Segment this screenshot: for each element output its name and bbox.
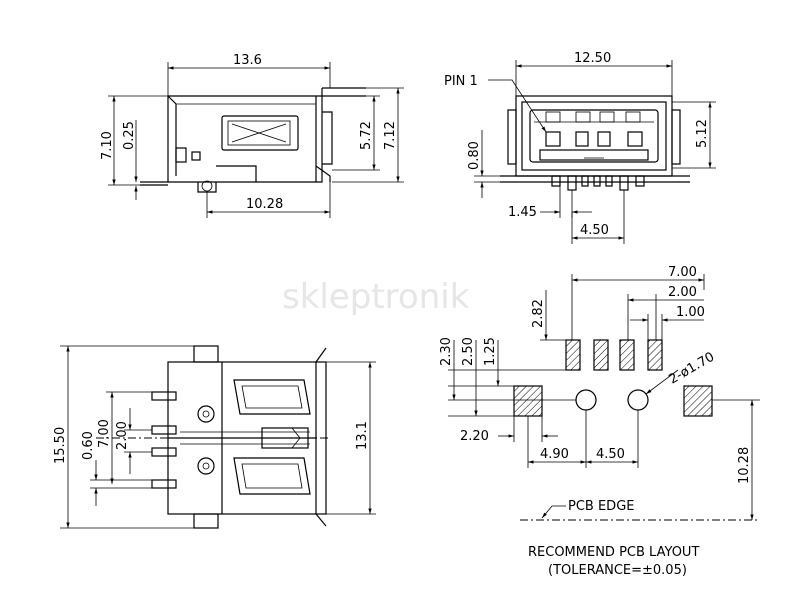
pcb-mount-pad	[513, 385, 543, 417]
pcb-signal-pad	[619, 339, 635, 371]
dim-top-body-label: 13.1	[355, 421, 370, 450]
dim-width-label: 12.50	[574, 51, 611, 66]
pin1-label: PIN 1	[444, 74, 478, 89]
side-view: 13.6 7.10 0.25 5.72 7.12 10.28	[100, 53, 404, 218]
dim-pin-label: 10.28	[246, 197, 283, 212]
pcb-dim-7-label: 7.00	[668, 265, 697, 280]
pcb-dim-250-label: 2.50	[461, 337, 476, 366]
pcb-layout: 7.00 2.00 1.00 2.82 2.30 2.50 1.25 2-ø1.…	[439, 265, 760, 578]
dim-front-height-label: 5.12	[695, 119, 710, 148]
dim-a-label: 0.60	[81, 431, 96, 460]
pcb-edge-label: PCB EDGE	[568, 499, 634, 514]
pcb-dim-2-label: 2.00	[668, 285, 697, 300]
pcb-mount-pad	[683, 385, 713, 417]
dim-length-label: 13.6	[233, 53, 262, 68]
pcb-dim-490-label: 4.90	[540, 447, 569, 462]
pcb-signal-pad	[647, 339, 663, 371]
pcb-dim-230-label: 2.30	[439, 337, 454, 366]
front-view: PIN 1 12.50 5.12 0.80 1.45 4.50	[444, 51, 716, 244]
dim-front-offset-label: 0.80	[467, 141, 482, 170]
pcb-dim-450-label: 4.50	[596, 447, 625, 462]
dim-b-label: 7.00	[97, 419, 112, 448]
pcb-dim-1028-label: 10.28	[737, 447, 752, 484]
pcb-hole-label: 2-ø1.70	[667, 350, 718, 388]
pcb-dim-220-label: 2.20	[460, 429, 489, 444]
dim-overall-label: 15.50	[53, 427, 68, 464]
pcb-dim-125-label: 1.25	[483, 337, 498, 366]
watermark-text: skleptronik	[282, 277, 470, 317]
pcb-tolerance-label: (TOLERANCE=±0.05)	[548, 563, 687, 578]
dim-pin-offset-label: 1.45	[508, 205, 537, 220]
pcb-layout-title: RECOMMEND PCB LAYOUT	[528, 545, 699, 560]
dim-body-label: 5.72	[359, 121, 374, 150]
dim-offset-label: 0.25	[122, 121, 137, 150]
pcb-dim-1-label: 1.00	[676, 305, 705, 320]
pcb-hole	[627, 389, 649, 411]
pcb-signal-pad	[565, 339, 581, 371]
pcb-hole	[575, 389, 597, 411]
pcb-signal-pad	[593, 339, 609, 371]
pcb-dim-282-label: 2.82	[531, 299, 546, 328]
dim-pin-span-label: 4.50	[580, 223, 609, 238]
dim-height-label: 7.10	[100, 131, 115, 160]
dim-total-label: 7.12	[383, 121, 398, 150]
top-view: 15.50 0.60 7.00 2.00 13.1	[53, 345, 376, 529]
dim-c-label: 2.00	[115, 421, 130, 450]
